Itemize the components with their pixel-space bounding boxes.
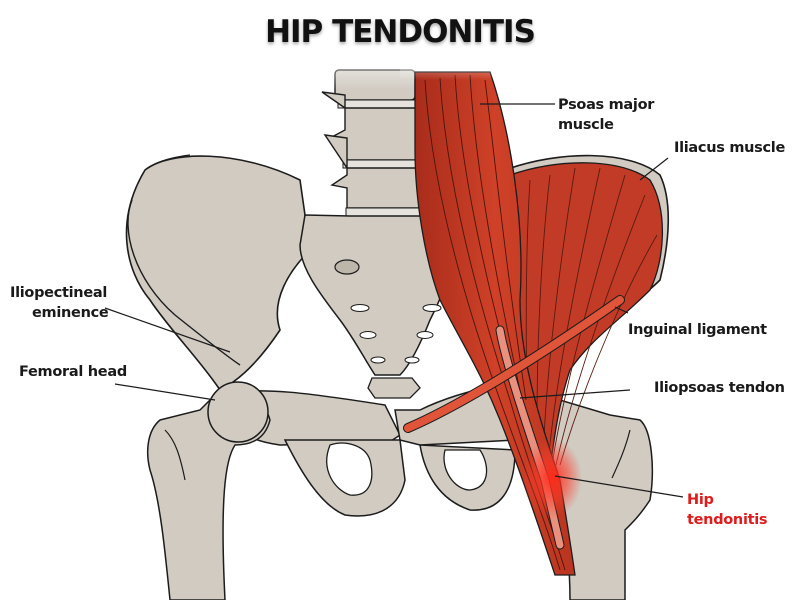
- inflammation-glow: [522, 438, 582, 518]
- label-femoral-head: Femoral head: [19, 364, 127, 380]
- label-inguinal-ligament: Inguinal ligament: [628, 322, 767, 338]
- label-iliopectineal-line2: eminence: [32, 305, 109, 321]
- label-hip-tendonitis: Hip tendonitis: [687, 490, 768, 530]
- label-hip-tendonitis-line2: tendonitis: [687, 512, 768, 528]
- label-iliopectineal-eminence: Iliopectineal eminence: [10, 283, 109, 323]
- leader-lines: [104, 103, 684, 498]
- left-ilium: [125, 154, 311, 392]
- label-iliacus-muscle: Iliacus muscle: [674, 140, 785, 156]
- sacrum: [299, 214, 452, 399]
- label-psoas-major: Psoas major muscle: [558, 95, 654, 135]
- left-femur: [147, 381, 271, 600]
- page-title: HIP TENDONITIS: [265, 14, 536, 50]
- label-iliopsoas-tendon: Iliopsoas tendon: [654, 380, 785, 396]
- label-psoas-major-line1: Psoas major: [558, 97, 655, 113]
- label-iliopectineal-line1: Iliopectineal: [10, 285, 108, 301]
- label-hip-tendonitis-line1: Hip: [687, 492, 714, 508]
- label-psoas-major-line2: muscle: [558, 117, 614, 133]
